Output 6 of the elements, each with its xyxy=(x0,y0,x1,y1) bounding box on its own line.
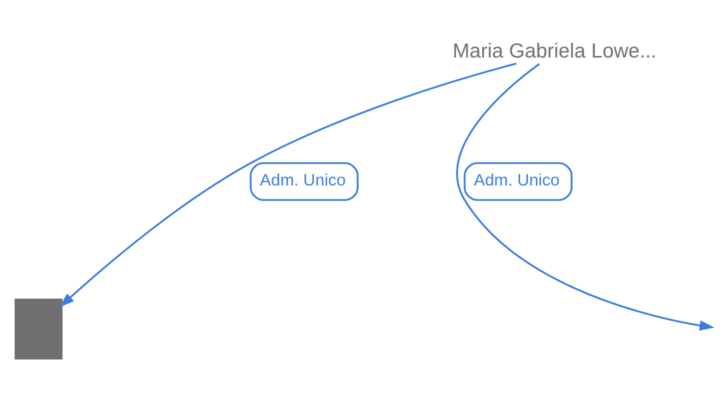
node-text: Maria Gabriela Lowe... xyxy=(452,40,657,63)
arrow xyxy=(456,63,714,331)
arrow xyxy=(60,62,516,308)
node-building xyxy=(14,298,63,360)
edge-label: Adm. Unico xyxy=(260,170,346,190)
edge-label: Adm. Unico xyxy=(474,170,560,190)
